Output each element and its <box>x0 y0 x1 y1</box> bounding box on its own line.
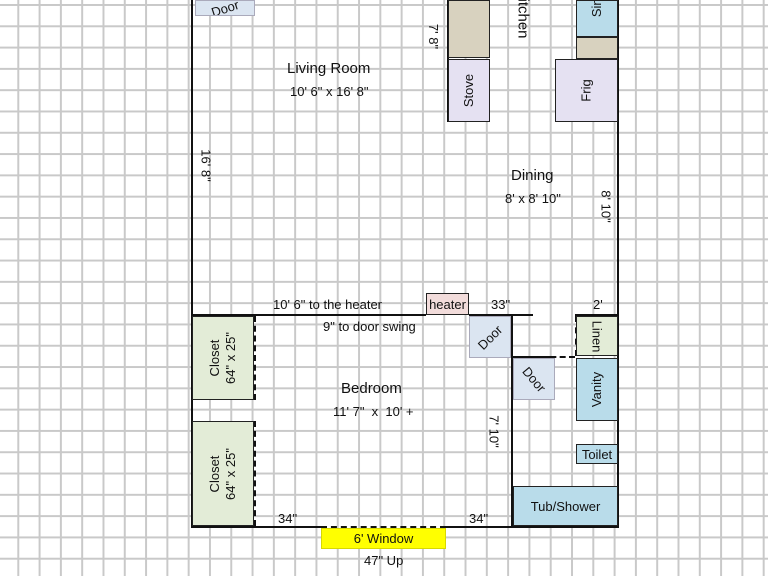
window-dash <box>321 526 446 528</box>
stove: Stove <box>448 59 490 122</box>
door-bedroom[interactable]: Door <box>469 316 511 358</box>
heater-gap-dim: 33" <box>491 297 511 312</box>
sink: Sink <box>576 0 618 37</box>
wall-bedroom-top <box>191 314 426 316</box>
bedroom-name: Bedroom <box>341 380 402 397</box>
living-height-dim: 16' 8" <box>198 149 214 182</box>
bath-door-dash <box>513 356 575 358</box>
toilet: Toilet <box>576 444 618 464</box>
tub-shower: Tub/Shower <box>513 486 618 526</box>
closet-top-name: Closet <box>207 339 222 377</box>
window-height-dim: 47" Up <box>364 553 404 568</box>
heater: heater <box>426 293 469 315</box>
closet-bottom-dash <box>254 421 256 526</box>
wall-left <box>191 0 193 528</box>
closet-bottom-size: 64" x 25" <box>223 447 238 500</box>
closet-bottom-name: Closet <box>207 455 222 492</box>
wall-bottom-right <box>446 526 619 528</box>
to-heater-dim: 10' 6" to the heater <box>273 297 383 312</box>
window-right-dim: 34" <box>469 511 489 526</box>
closet-top-dash <box>254 316 256 400</box>
dining-height-dim: 8' 10" <box>598 190 614 223</box>
bedroom-depth-dim: 7' 10" <box>486 415 502 448</box>
closet-top-size: 64" x 25" <box>223 332 238 384</box>
kitchen-counter-left <box>448 0 490 58</box>
frig: Frig <box>555 59 618 122</box>
door-top[interactable]: Door <box>195 0 255 16</box>
wall-right <box>617 0 619 528</box>
door-swing-dim: 9" to door swing <box>323 319 416 334</box>
dining-size: 8' x 8' 10" <box>505 191 561 206</box>
vanity: Vanity <box>576 358 618 421</box>
linen-closet[interactable]: Linen <box>576 316 618 356</box>
kitchen-width-dim: 7' 8" <box>426 23 442 50</box>
living-room-size: 10' 6" x 16' 8" <box>290 84 369 99</box>
dining-name: Dining <box>511 167 554 184</box>
wall-heater-right <box>469 314 533 316</box>
kitchen-name: Kitchen <box>514 0 532 39</box>
window-left-dim: 34" <box>278 511 298 526</box>
living-room-name: Living Room <box>287 60 371 77</box>
wall-bath-top <box>575 314 619 316</box>
wall-bath-left <box>511 314 513 528</box>
kitchen-counter-right <box>576 37 618 59</box>
wall-bottom-left <box>191 526 321 528</box>
bedroom-size: 11' 7" x 10' + <box>333 404 414 419</box>
door-bath[interactable]: Door <box>513 358 555 400</box>
linen-gap-dim: 2' <box>593 297 603 312</box>
window: 6' Window <box>321 528 446 549</box>
